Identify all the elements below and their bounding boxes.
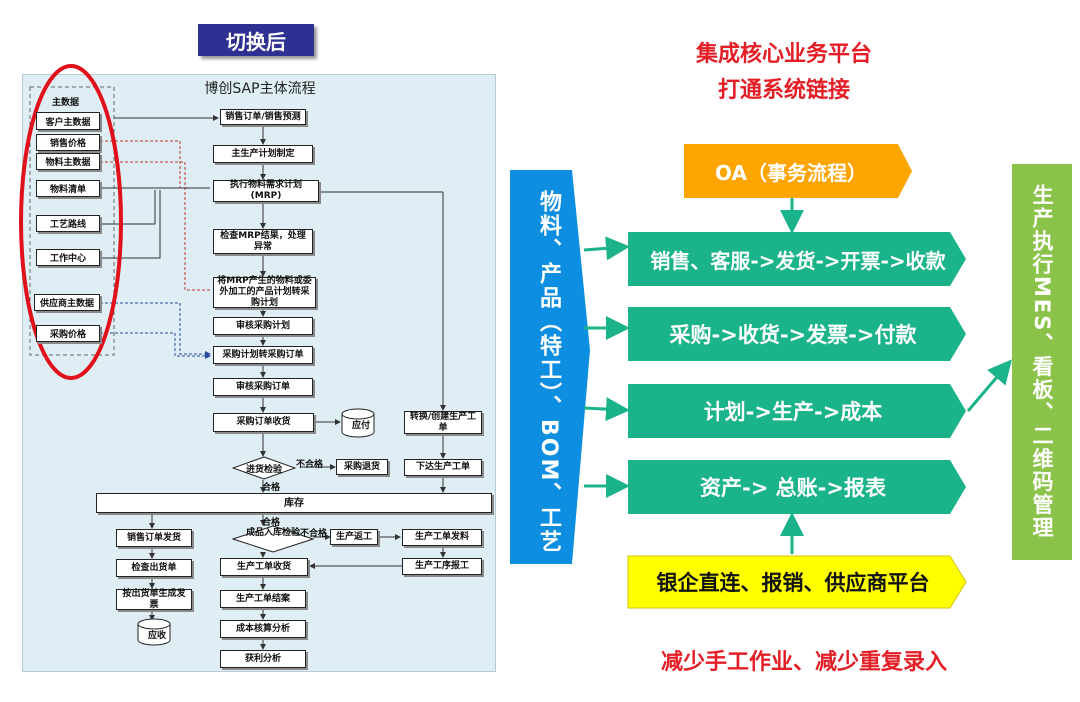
- step-mps[interactable]: 主生产计划制定: [213, 145, 313, 163]
- step-prod-report[interactable]: 生产工序报工: [402, 558, 482, 575]
- qualified-label-1: 合格: [262, 483, 281, 493]
- flow-connectors: [19, 64, 446, 650]
- row-plan[interactable]: 计划->生产->成本: [703, 400, 883, 424]
- step-check-mrp[interactable]: 检查MRP结果，处理异常: [213, 229, 313, 254]
- master-bom[interactable]: 物料清单: [36, 180, 100, 197]
- row-purchase[interactable]: 采购->收货->发票->付款: [669, 323, 917, 347]
- master-customer[interactable]: 客户主数据: [36, 112, 100, 130]
- receivable-cylinder: [137, 618, 171, 646]
- oa-bar[interactable]: OA（事务流程）: [715, 160, 867, 185]
- step-invoice[interactable]: 按出货单生成发票: [116, 589, 192, 610]
- step-cost[interactable]: 成本核算分析: [220, 620, 306, 638]
- bank-bar[interactable]: 银企直连、报销、供应商平台: [656, 571, 930, 595]
- step-sales-order[interactable]: 销售订单/销售预测: [220, 109, 306, 125]
- master-sales-price[interactable]: 销售价格: [36, 134, 100, 151]
- master-material[interactable]: 物料主数据: [36, 153, 100, 170]
- master-vendor[interactable]: 供应商主数据: [34, 294, 100, 311]
- after-switch-tag: 切换后: [198, 24, 314, 56]
- fg-inspection-diamond: [232, 525, 314, 553]
- platform-shapes: [510, 144, 1072, 609]
- bottom-slogan: 减少手工作业、减少重复录入: [660, 650, 947, 675]
- master-work-center[interactable]: 工作中心: [36, 249, 100, 266]
- master-data-header: 主数据: [52, 98, 80, 108]
- payable-cylinder: [341, 408, 375, 438]
- right-vertical-text: 生产执行MES、看板、二维码管理: [1030, 184, 1054, 540]
- step-prod-receipt[interactable]: 生产工单收货: [220, 558, 308, 576]
- right-title-1: 集成核心业务平台: [695, 42, 872, 67]
- unqualified-label-1: 不合格: [296, 460, 324, 470]
- fg-inspection-label: 成品入库检验: [246, 528, 301, 538]
- step-profit[interactable]: 获利分析: [220, 650, 306, 668]
- step-convert-plan[interactable]: 将MRP产生的物料或委外加工的产品计划转采购计划: [213, 276, 316, 308]
- row-sales[interactable]: 销售、客服->发货->开票->收款: [650, 248, 946, 273]
- step-prod-issue[interactable]: 生产工单发料: [402, 529, 482, 546]
- inventory-bar[interactable]: 库存: [96, 493, 492, 513]
- receivable-label: 应收: [148, 631, 167, 641]
- step-convert-prod[interactable]: 转换/创建生产工单: [404, 411, 482, 434]
- sap-flow-title: 博创SAP主体流程: [204, 81, 316, 97]
- right-vertical-bar[interactable]: 生产执行MES、看板、二维码管理: [1012, 164, 1072, 560]
- step-release-prod[interactable]: 下达生产工单: [404, 459, 482, 476]
- left-vertical-text: 物料、产品（特工）、BOM、工艺: [536, 189, 561, 555]
- step-plan-to-po[interactable]: 采购计划转采购订单: [213, 346, 313, 364]
- step-po-receipt[interactable]: 采购订单收货: [213, 413, 314, 432]
- step-return[interactable]: 采购退货: [336, 459, 388, 475]
- master-purchase-price[interactable]: 采购价格: [36, 325, 100, 342]
- inspection-diamond: [232, 456, 296, 480]
- unqualified-label-2: 不合格: [300, 529, 328, 539]
- step-check-delivery[interactable]: 检查出货单: [116, 559, 192, 577]
- step-prod-close[interactable]: 生产工单结案: [220, 590, 306, 608]
- step-mrp[interactable]: 执行物料需求计划(MRP): [213, 180, 319, 202]
- step-review-po[interactable]: 审核采购订单: [213, 378, 313, 396]
- left-vertical-bar[interactable]: 物料、产品（特工）、BOM、工艺: [510, 180, 586, 564]
- inspection-label: 进货检验: [246, 465, 283, 475]
- row-asset[interactable]: 资产-> 总账->报表: [700, 476, 886, 500]
- payable-label: 应付: [352, 421, 371, 431]
- qualified-label-2: 合格: [262, 518, 281, 528]
- right-title-2: 打通系统链接: [717, 78, 850, 103]
- master-routing[interactable]: 工艺路线: [36, 215, 100, 232]
- step-so-delivery[interactable]: 销售订单发货: [116, 529, 192, 547]
- step-review-plan[interactable]: 审核采购计划: [213, 317, 313, 335]
- step-rework[interactable]: 生产返工: [330, 529, 378, 545]
